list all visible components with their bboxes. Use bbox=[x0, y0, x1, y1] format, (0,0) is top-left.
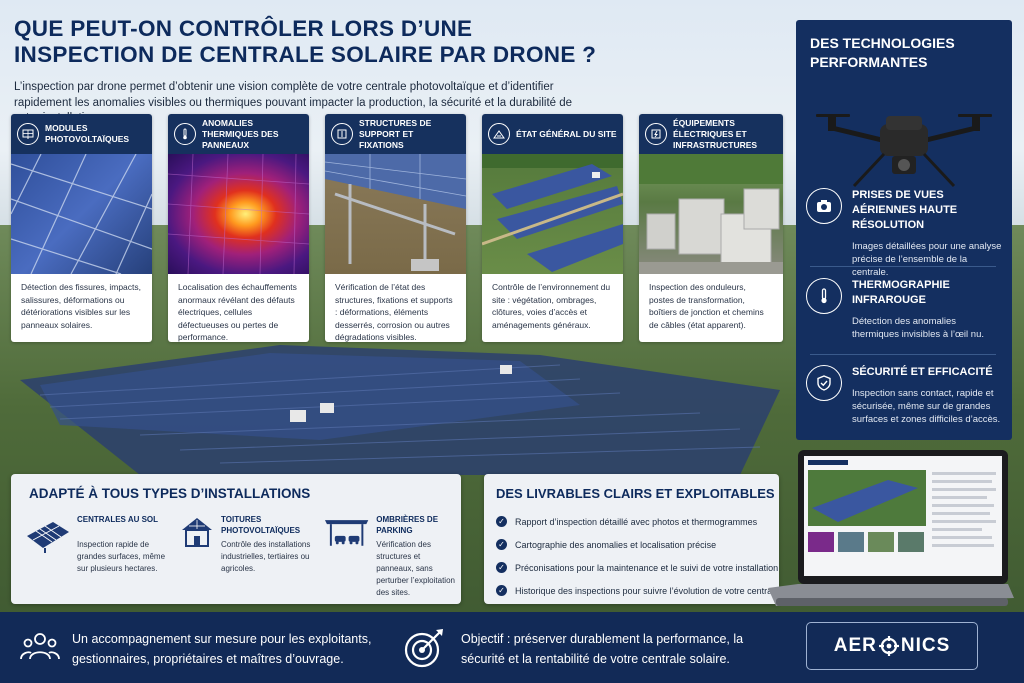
feature-aerial: PRISES DE VUES AÉRIENNES HAUTE RÉSOLUTIO… bbox=[806, 188, 1002, 279]
list-item: ✓ Cartographie des anomalies et localisat… bbox=[496, 533, 796, 556]
list-item: ✓ Historique des inspections pour suivre … bbox=[496, 579, 796, 602]
card-text: Contrôle de l’environnement du site : vé… bbox=[492, 282, 611, 330]
feature-text: Inspection sans contact, rapide et sécur… bbox=[852, 388, 1001, 425]
card-image-panels bbox=[11, 154, 152, 274]
logo-text-right: NICS bbox=[900, 635, 951, 656]
installation-carport: OMBRIÈRES DE PARKING Vérification des st… bbox=[323, 514, 455, 599]
page-title: QUE PEUT-ON CONTRÔLER LORS D’UNE INSPECT… bbox=[14, 16, 774, 68]
logo-rotor-icon bbox=[878, 636, 899, 656]
card-structures: STRUCTURES DE SUPPORT ET FIXATIONS Vérif… bbox=[325, 114, 466, 342]
installations-list: CENTRALES AU SOL Inspection rapide de gr… bbox=[23, 514, 455, 599]
thermometer-icon bbox=[806, 278, 842, 314]
card-thermal: ANOMALIES THERMIQUES DES PANNEAUX Locali… bbox=[168, 114, 309, 342]
deliverable-text: Préconisations pour la maintenance et le… bbox=[515, 562, 779, 573]
footer: Un accompagnement sur mesure pour les ex… bbox=[0, 612, 1024, 683]
card-text: Inspection des onduleurs, postes de tran… bbox=[649, 282, 764, 330]
card-image-electrical bbox=[639, 154, 783, 274]
technologies-panel: DES TECHNOLOGIES PERFORMANTES PRISES DE … bbox=[796, 20, 1012, 440]
card-header: ÉQUIPEMENTS ÉLECTRIQUES ET INFRASTRUCTUR… bbox=[639, 114, 783, 154]
installation-text: Inspection rapide de grandes surfaces, m… bbox=[77, 540, 166, 573]
list-item: ✓ Rapport d’inspection détaillé avec phot… bbox=[496, 510, 796, 533]
card-header: MODULES PHOTOVOLTAÏQUES bbox=[11, 114, 152, 154]
inspection-cards: MODULES PHOTOVOLTAÏQUES Détection des fi… bbox=[11, 114, 783, 342]
card-text: Détection des fissures, impacts, salissu… bbox=[21, 282, 141, 330]
technologies-title: DES TECHNOLOGIES PERFORMANTES bbox=[810, 35, 955, 70]
card-title: ÉTAT GÉNÉRAL DU SITE bbox=[516, 128, 617, 139]
card-text: Localisation des échauffements anormaux … bbox=[178, 282, 297, 342]
deliverables-title: DES LIVRABLES CLAIRS ET EXPLOITABLES bbox=[496, 486, 775, 501]
target-icon bbox=[404, 629, 443, 668]
structure-icon bbox=[331, 123, 353, 145]
rooftop-icon bbox=[182, 518, 212, 547]
check-icon: ✓ bbox=[496, 585, 507, 596]
list-item: ✓ Préconisations pour la maintenance et l… bbox=[496, 556, 796, 579]
footer-right-text: Objectif : préserver durablement la perf… bbox=[461, 632, 744, 666]
card-image-thermal bbox=[168, 154, 309, 274]
site-icon bbox=[488, 123, 510, 145]
card-site: ÉTAT GÉNÉRAL DU SITE Contrôle de l’envir… bbox=[482, 114, 623, 342]
logo-text-left: AER bbox=[833, 635, 877, 656]
deliverable-text: Rapport d’inspection détaillé avec photo… bbox=[515, 516, 758, 527]
feature-safety: SÉCURITÉ ET EFFICACITÉ Inspection sans c… bbox=[806, 365, 1002, 426]
feature-text: Images détaillées pour une analyse préci… bbox=[852, 241, 1002, 278]
divider bbox=[810, 266, 996, 267]
feature-title: SÉCURITÉ ET EFFICACITÉ bbox=[852, 366, 993, 378]
card-title: STRUCTURES DE SUPPORT ET FIXATIONS bbox=[359, 117, 432, 150]
feature-title: PRISES DE VUES AÉRIENNES HAUTE RÉSOLUTIO… bbox=[852, 189, 958, 231]
deliverable-text: Historique des inspections pour suivre l… bbox=[515, 585, 780, 596]
card-modules: MODULES PHOTOVOLTAÏQUES Détection des fi… bbox=[11, 114, 152, 342]
card-header: ANOMALIES THERMIQUES DES PANNEAUX bbox=[168, 114, 309, 154]
installation-ground: CENTRALES AU SOL Inspection rapide de gr… bbox=[23, 514, 173, 575]
card-header: ÉTAT GÉNÉRAL DU SITE bbox=[482, 114, 623, 154]
deliverables-list: ✓ Rapport d’inspection détaillé avec phot… bbox=[496, 510, 796, 602]
card-electrical: ÉQUIPEMENTS ÉLECTRIQUES ET INFRASTRUCTUR… bbox=[639, 114, 783, 342]
laptop-report-image bbox=[768, 450, 1014, 606]
card-image-structures bbox=[325, 154, 466, 274]
deliverables-box: DES LIVRABLES CLAIRS ET EXPLOITABLES ✓ Ra… bbox=[484, 474, 779, 604]
team-icon bbox=[20, 633, 60, 660]
check-icon: ✓ bbox=[496, 516, 507, 527]
check-icon: ✓ bbox=[496, 539, 507, 550]
deliverable-text: Cartographie des anomalies et localisati… bbox=[515, 539, 717, 550]
installations-box: ADAPTÉ À TOUS TYPES D’INSTALLATIONS CENT… bbox=[11, 474, 461, 604]
aeronics-logo: AER NICS bbox=[806, 622, 978, 670]
card-title: ANOMALIES THERMIQUES DES PANNEAUX bbox=[202, 117, 279, 150]
solar-panel-icon bbox=[17, 123, 39, 145]
installations-title: ADAPTÉ À TOUS TYPES D’INSTALLATIONS bbox=[29, 486, 311, 501]
check-icon: ✓ bbox=[496, 562, 507, 573]
installation-title: CENTRALES AU SOL bbox=[77, 515, 159, 524]
carport-icon bbox=[324, 520, 369, 546]
card-header: STRUCTURES DE SUPPORT ET FIXATIONS bbox=[325, 114, 466, 154]
shield-icon bbox=[806, 365, 842, 401]
installation-title: TOITURES PHOTOVOLTAÏQUES bbox=[221, 515, 301, 535]
title-line-2: INSPECTION DE CENTRALE SOLAIRE PAR DRONE… bbox=[14, 42, 597, 67]
card-image-site bbox=[482, 154, 623, 274]
installation-text: Vérification des structures et panneaux,… bbox=[376, 540, 455, 597]
card-title: MODULES PHOTOVOLTAÏQUES bbox=[45, 123, 130, 144]
card-title: ÉQUIPEMENTS ÉLECTRIQUES ET INFRASTRUCTUR… bbox=[673, 117, 758, 150]
title-line-1: QUE PEUT-ON CONTRÔLER LORS D’UNE bbox=[14, 16, 473, 41]
electrical-icon bbox=[645, 123, 667, 145]
feature-title: THERMOGRAPHIE INFRAROUGE bbox=[852, 279, 950, 306]
header: QUE PEUT-ON CONTRÔLER LORS D’UNE INSPECT… bbox=[14, 16, 774, 127]
drone-image bbox=[816, 114, 992, 188]
installation-rooftop: TOITURES PHOTOVOLTAÏQUES Contrôle des in… bbox=[179, 514, 319, 575]
footer-left-text: Un accompagnement sur mesure pour les ex… bbox=[72, 632, 372, 666]
ground-solar-icon bbox=[27, 522, 69, 553]
divider bbox=[810, 354, 996, 355]
thermometer-icon bbox=[174, 123, 196, 145]
feature-text: Détection des anomalies thermiques invis… bbox=[852, 316, 984, 340]
installation-text: Contrôle des installations industrielles… bbox=[221, 540, 311, 573]
camera-icon bbox=[806, 188, 842, 224]
installation-title: OMBRIÈRES DE PARKING bbox=[376, 515, 439, 535]
feature-thermography: THERMOGRAPHIE INFRAROUGE Détection des a… bbox=[806, 278, 1002, 341]
card-text: Vérification de l’état des structures, f… bbox=[335, 282, 453, 342]
solar-farm-aerial bbox=[20, 345, 780, 475]
